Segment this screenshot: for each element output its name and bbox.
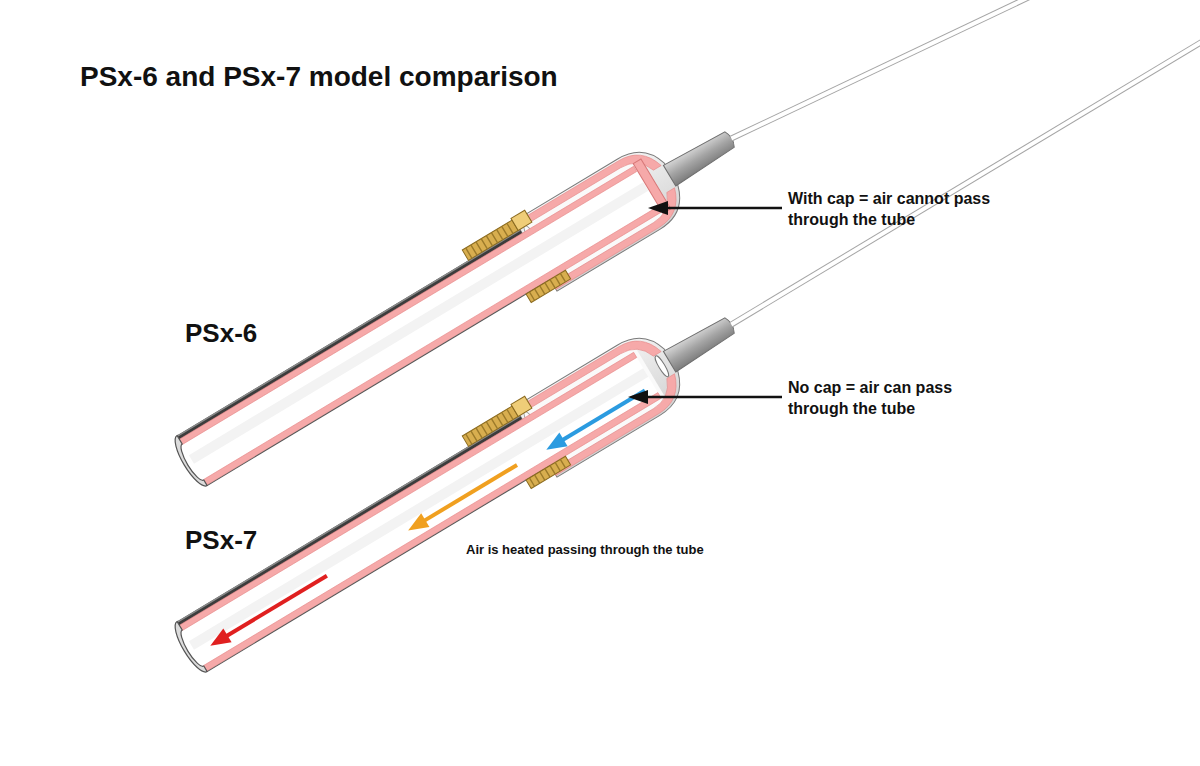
callout-note: No cap = air can pass through the tube xyxy=(788,377,1000,419)
lead-wire xyxy=(730,0,1200,327)
callout-arrow xyxy=(664,207,782,210)
psx7-cartridge xyxy=(162,0,1200,688)
model-label: PSx-7 xyxy=(185,525,257,555)
callout-arrowhead xyxy=(648,201,668,215)
wire-edge xyxy=(730,0,1200,322)
warm-air-arrow xyxy=(423,465,517,522)
wire-fill xyxy=(730,0,1200,327)
wire-fill xyxy=(730,0,1200,141)
callout-arrowhead xyxy=(628,390,648,404)
cold-air-arrowhead xyxy=(542,433,567,457)
open-end-hole xyxy=(653,354,671,378)
wire-edge xyxy=(732,0,1200,141)
callout-arrow xyxy=(644,396,782,399)
flow-note: Air is heated passing through the tube xyxy=(466,542,704,558)
hot-air-arrowhead xyxy=(206,629,231,653)
cartridge-body xyxy=(162,286,753,688)
cartridge-body xyxy=(162,100,753,502)
model-label: PSx-6 xyxy=(185,318,257,348)
hot-air-arrow xyxy=(226,576,327,637)
lead-wire xyxy=(730,0,1200,141)
warm-air-arrowhead xyxy=(404,513,429,537)
wire-edge xyxy=(733,0,1200,327)
diagram-title: PSx-6 and PSx-7 model comparison xyxy=(80,60,558,94)
wire-edge xyxy=(730,0,1200,136)
callout-note: With cap = air cannot pass through the t… xyxy=(788,188,1000,230)
